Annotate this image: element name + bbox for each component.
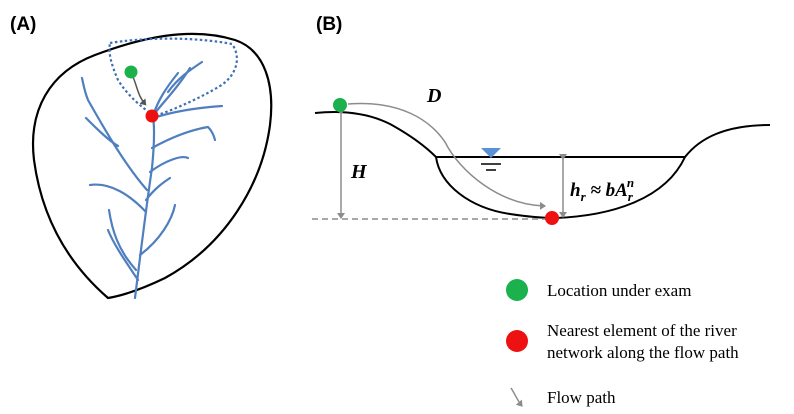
river-network: [80, 60, 224, 300]
distance-label: D: [426, 85, 441, 107]
water-level-marker: [481, 148, 501, 158]
panel-b-cross-section: H D hr ≈ bArn: [312, 85, 771, 225]
river-depth-relation: hr ≈ bArn: [570, 175, 634, 204]
legend-flow-arrow-icon: [510, 387, 523, 407]
terrain-profile: [314, 111, 771, 220]
legend-nearest-label-line2: network along the flow path: [547, 343, 739, 362]
relation-bA: bA: [606, 180, 628, 201]
legend-red-dot-icon: [506, 330, 528, 352]
location-point-b: [333, 98, 347, 112]
legend: Location under exam Nearest element of t…: [506, 279, 739, 407]
relation-h: h: [570, 180, 581, 201]
panel-a-basin-diagram: [31, 32, 273, 300]
relation-a-superscript: n: [627, 175, 634, 190]
relation-h-subscript: r: [581, 189, 587, 204]
nearest-river-point-b: [545, 211, 559, 225]
catchment-dotted-boundary: [108, 37, 238, 118]
nearest-river-point-a: [145, 109, 159, 123]
panel-b-label: (B): [316, 14, 342, 35]
relation-approx: ≈: [586, 180, 606, 201]
location-point-a: [124, 65, 138, 79]
height-label: H: [350, 161, 368, 183]
relation-a-subscript: r: [628, 189, 634, 204]
flow-path-arrow-a: [132, 76, 147, 106]
legend-location-label: Location under exam: [547, 281, 691, 300]
legend-green-dot-icon: [506, 279, 528, 301]
legend-flow-label: Flow path: [547, 388, 616, 407]
basin-boundary: [31, 32, 273, 300]
legend-nearest-label-line1: Nearest element of the river: [547, 321, 737, 340]
flow-path-arrow-b: [347, 102, 546, 210]
panel-a-label: (A): [10, 14, 36, 35]
